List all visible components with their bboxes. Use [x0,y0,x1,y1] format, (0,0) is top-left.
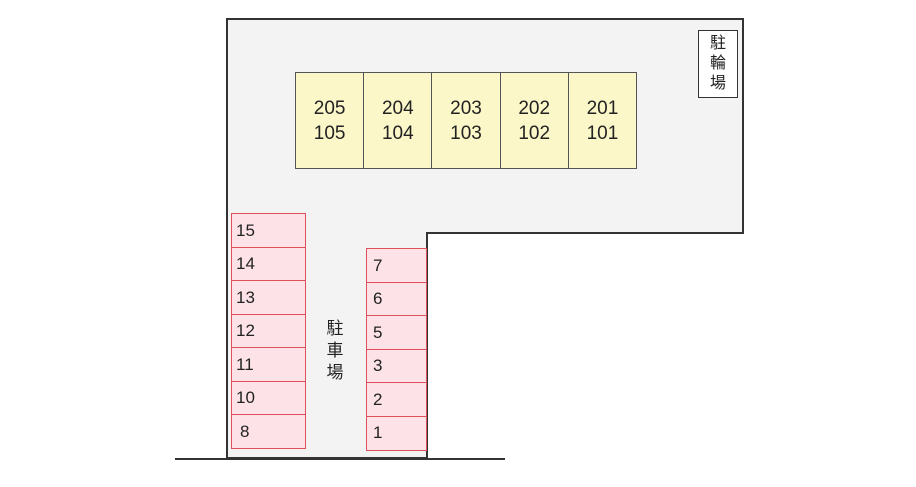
unit-lower: 105 [313,122,346,144]
parking-slot: 5 [366,315,427,350]
unit-upper: 204 [381,97,414,119]
parking-slot: 12 [231,313,306,349]
parking-slot: 3 [366,348,427,384]
parking-slot: 14 [231,246,306,282]
unit-upper: 203 [450,97,482,119]
parking-column-left: 15 14 13 12 11 10 8 [231,213,306,449]
car-parking-label: 駐 車 場 [320,318,350,384]
label-char: 輪 [709,55,726,72]
parking-slot: 15 [231,213,306,248]
parking-slot: 7 [366,248,427,283]
label-char: 駐 [326,319,344,338]
unit-lower: 101 [586,122,619,144]
parking-slot: 13 [231,280,306,315]
unit-lower: 103 [450,122,482,144]
parking-column-right: 7 6 5 3 2 1 [366,248,427,451]
parking-slot: 6 [366,281,427,317]
parking-slot: 8 [231,414,306,449]
bicycle-parking-label: 駐 輪 場 [698,30,738,98]
parking-slot: 2 [366,382,427,417]
parking-slot: 10 [231,380,306,416]
label-char: 場 [709,75,726,92]
unit-upper: 205 [313,97,346,119]
unit-upper: 202 [518,97,551,119]
label-char: 場 [326,363,344,382]
unit-lower: 104 [381,122,414,144]
label-char: 駐 [709,35,726,52]
parking-slot: 11 [231,347,306,382]
unit-upper: 201 [586,97,619,119]
label-char: 車 [326,341,344,360]
parking-slot: 1 [366,415,427,451]
unit-lower: 102 [518,122,551,144]
